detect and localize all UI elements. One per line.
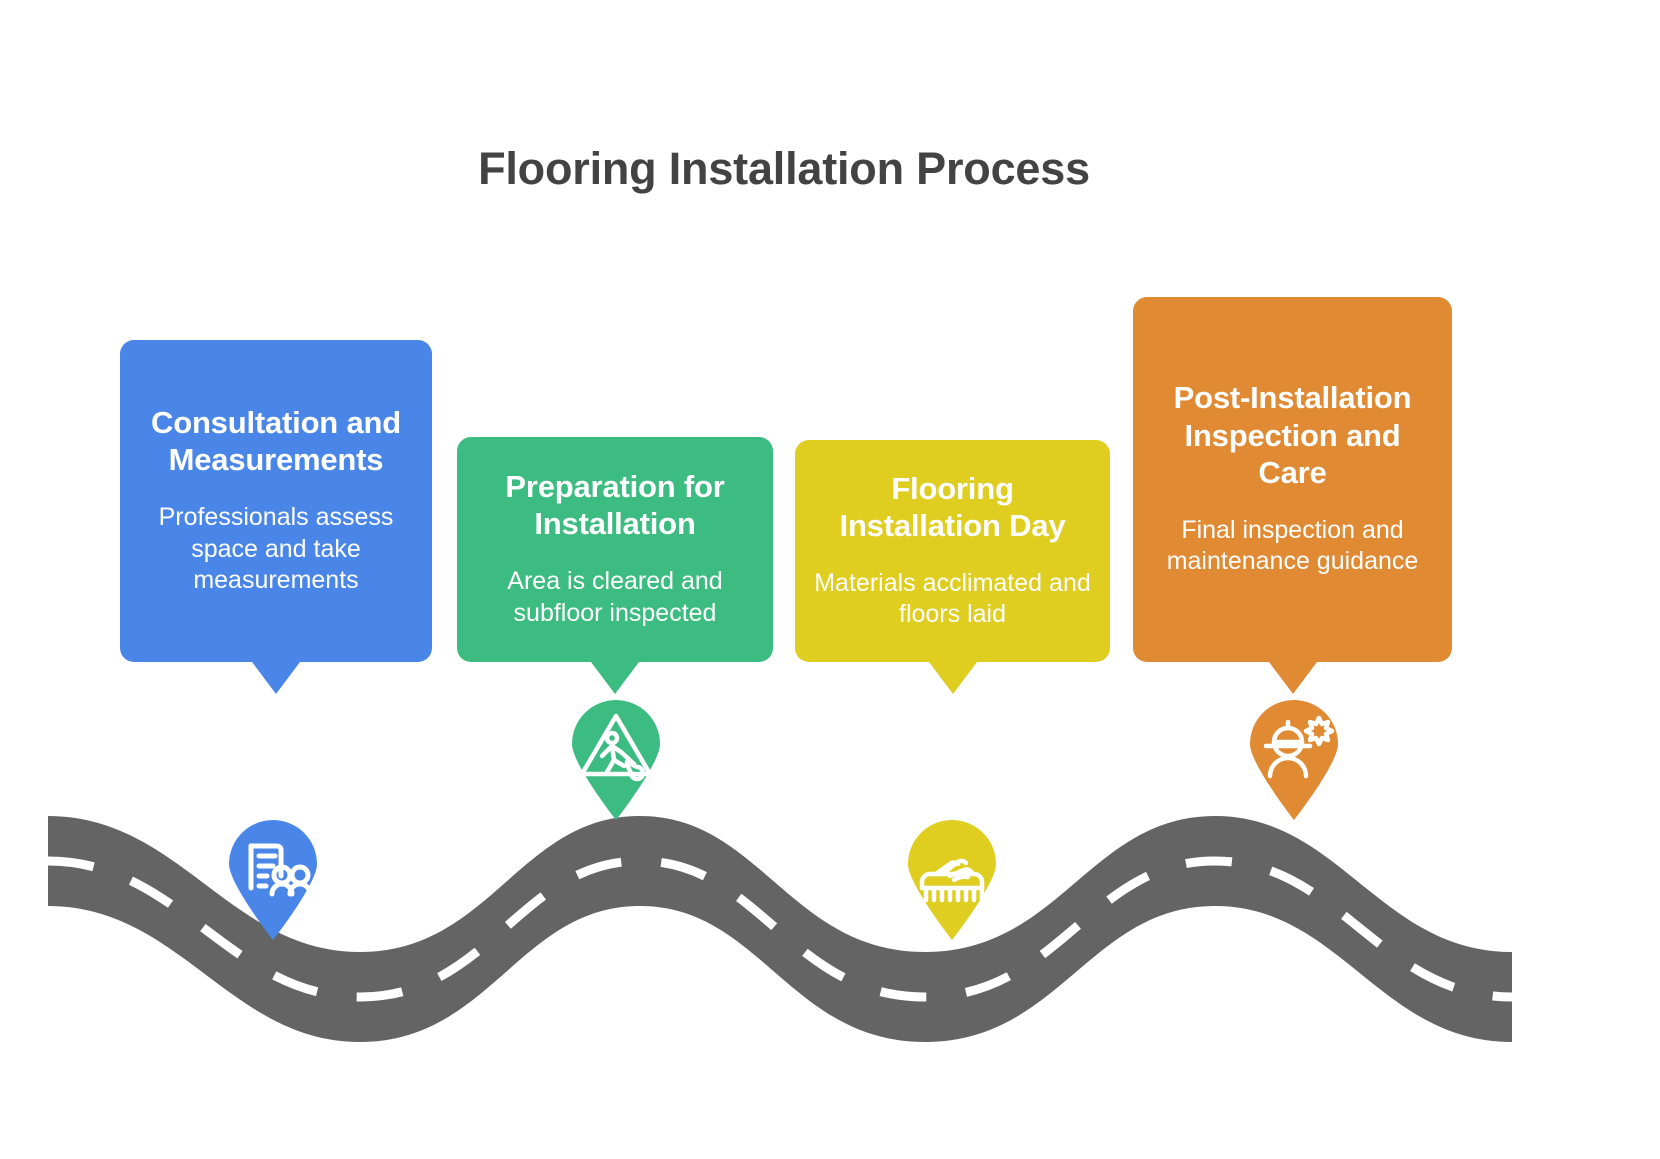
step-card-3-pointer — [928, 662, 977, 694]
step-card-3[interactable]: Flooring Installation Day Materials accl… — [795, 440, 1110, 694]
map-pin-step-2[interactable] — [572, 700, 660, 820]
step-card-2-title: Preparation for Installation — [505, 469, 725, 542]
construction-warning-icon — [579, 713, 653, 782]
step-card-2-description: Area is cleared and subfloor inspected — [507, 567, 723, 627]
step-card-2-pointer — [591, 662, 639, 694]
step-card-4-title: Post-Installation Inspection and Care — [1173, 380, 1412, 490]
worker-gear-icon — [1263, 715, 1335, 779]
map-pin-step-1[interactable] — [229, 820, 317, 940]
hand-flooring-icon — [919, 858, 985, 903]
step-card-4[interactable]: Post-Installation Inspection and Care Fi… — [1133, 297, 1452, 694]
step-card-1-description: Professionals assess space and take meas… — [158, 503, 394, 594]
document-people-icon — [248, 843, 313, 897]
step-card-1-title: Consultation and Measurements — [151, 404, 401, 478]
road-center-dashes — [47, 856, 1513, 1002]
page-title: Flooring Installation Process — [478, 143, 1090, 194]
step-card-4-description: Final inspection and maintenance guidanc… — [1166, 516, 1419, 576]
step-card-1-pointer — [252, 662, 300, 694]
step-card-1[interactable]: Consultation and Measurements Profession… — [120, 340, 432, 694]
map-pin-step-4[interactable] — [1250, 700, 1338, 820]
map-pin-step-3[interactable] — [908, 820, 996, 940]
step-card-3-title: Flooring Installation Day — [839, 470, 1066, 543]
step-card-3-description: Materials acclimated and floors laid — [814, 568, 1091, 629]
step-card-2[interactable]: Preparation for Installation Area is cle… — [457, 437, 773, 694]
step-card-4-pointer — [1268, 662, 1317, 694]
